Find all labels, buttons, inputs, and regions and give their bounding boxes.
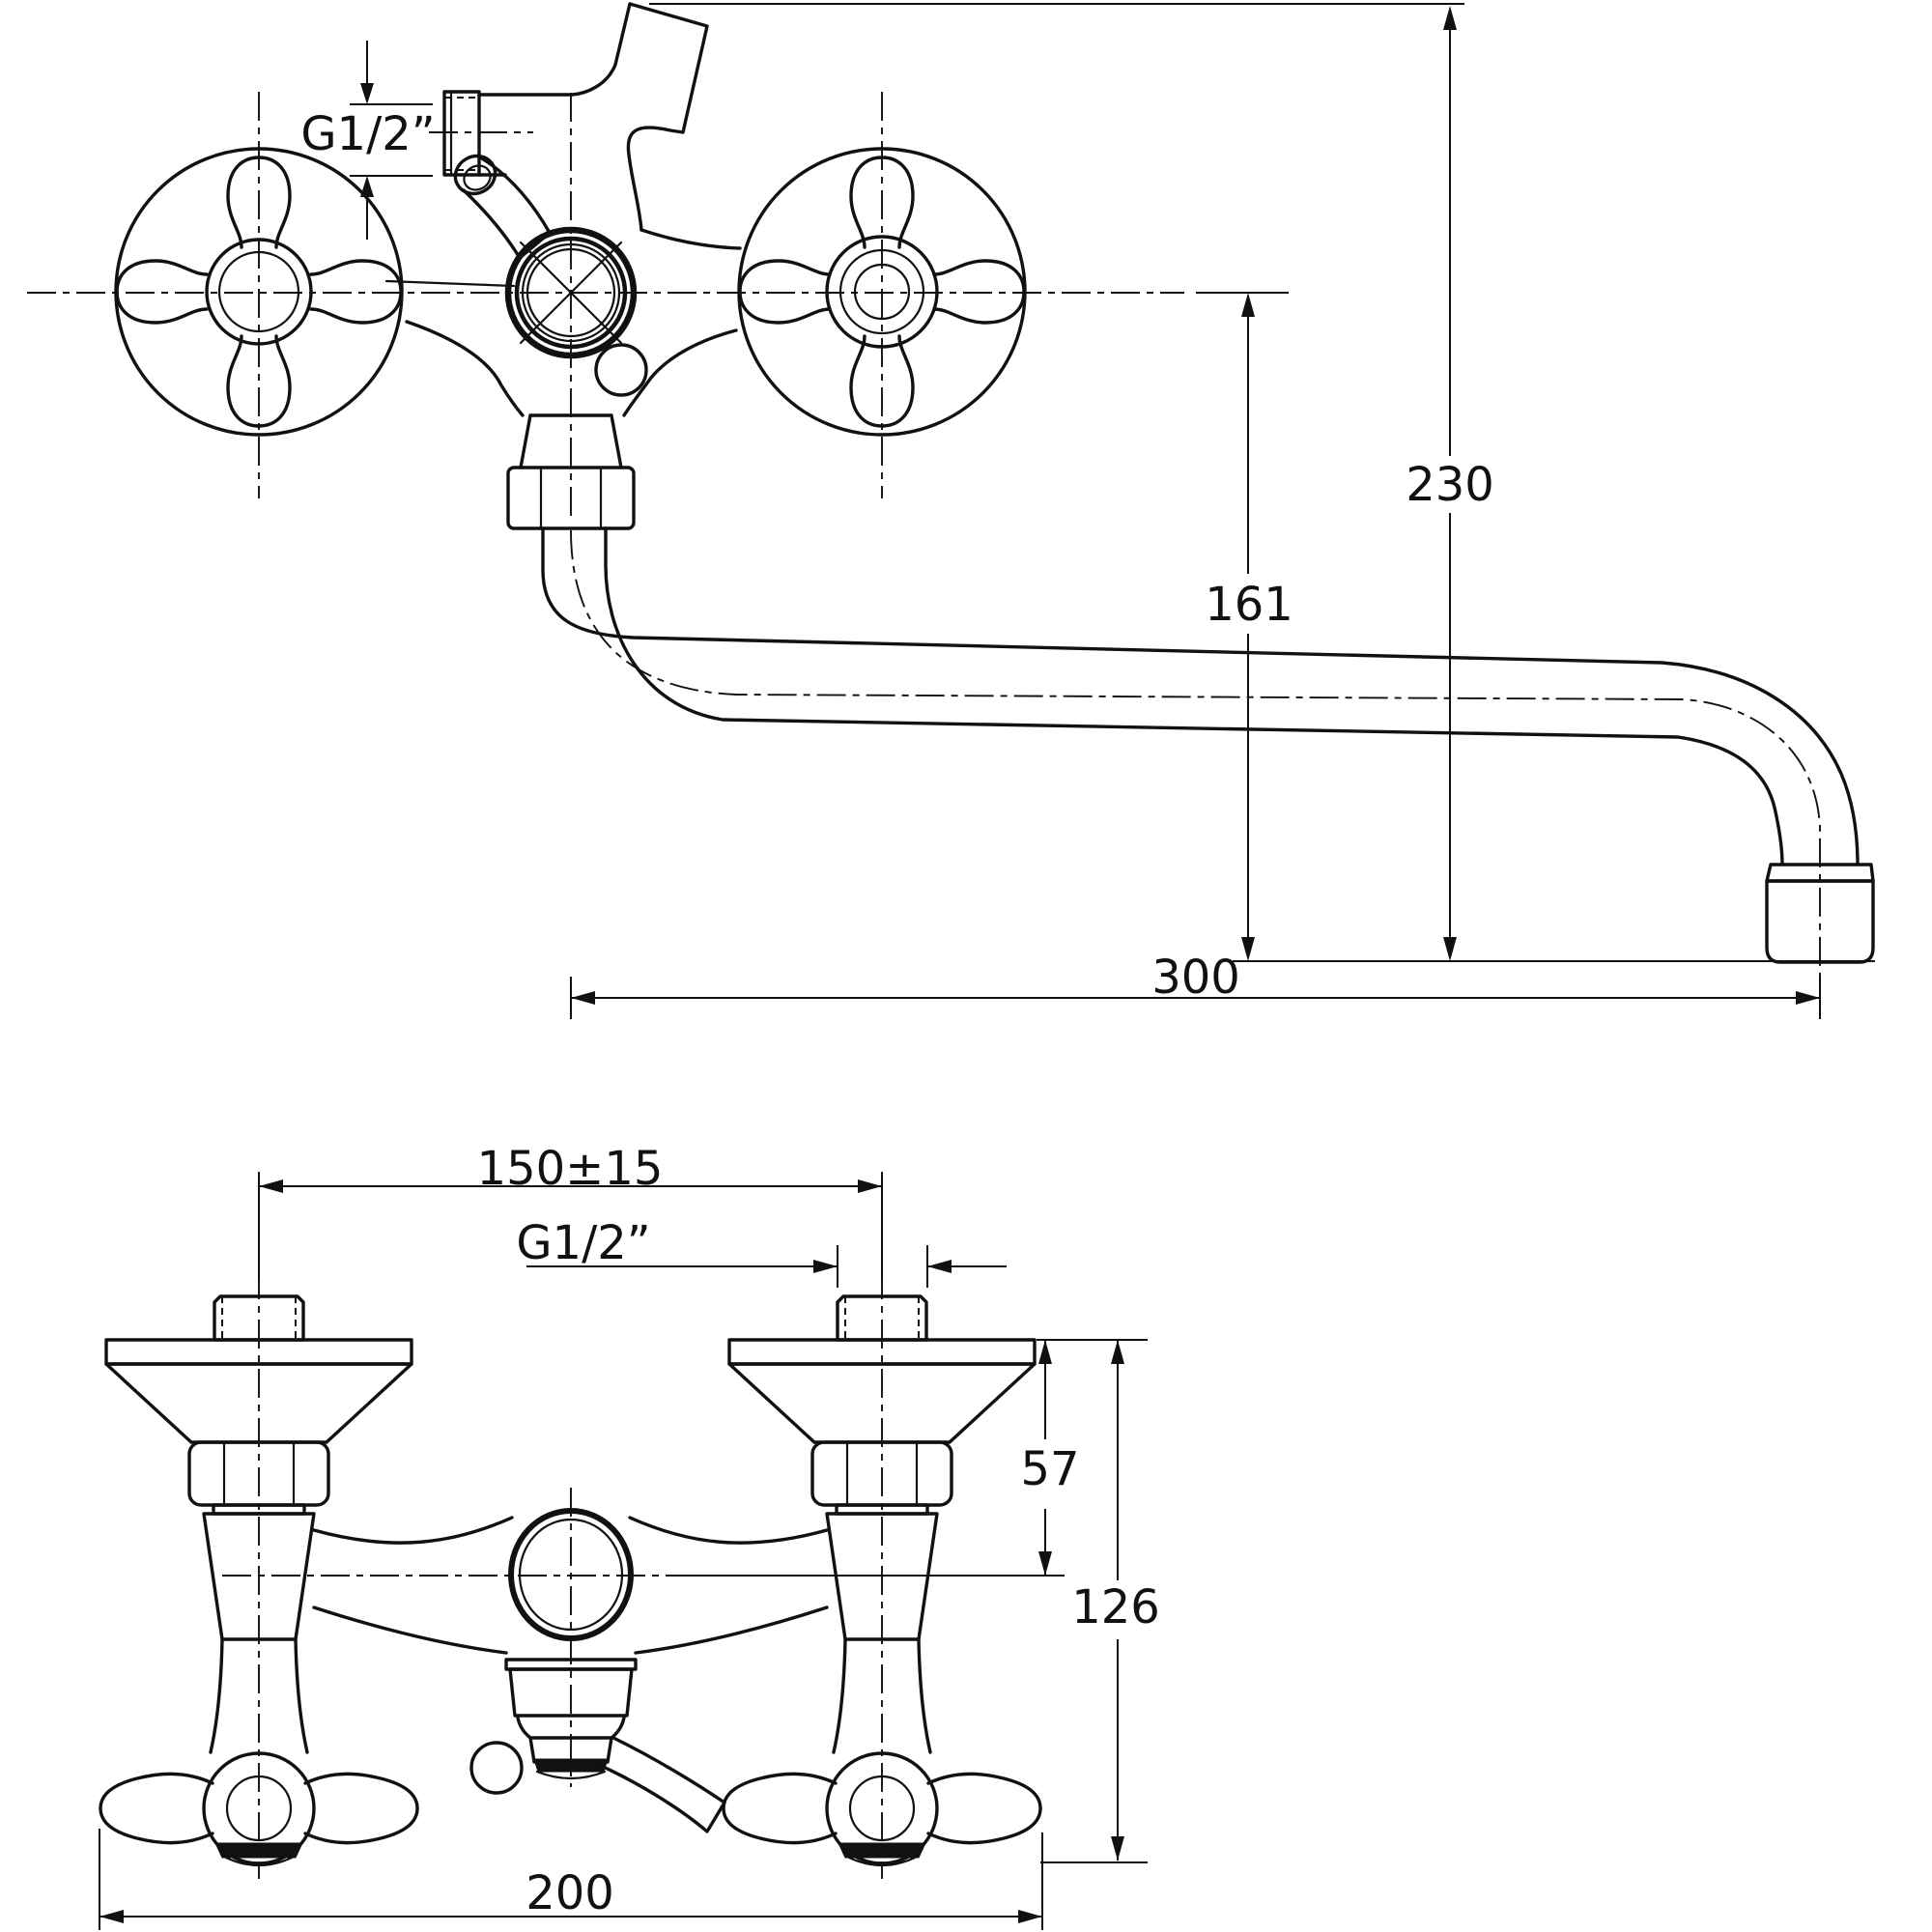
- label-161: 161: [1205, 578, 1293, 632]
- dimension-230: 230: [1406, 6, 1494, 961]
- handshower-bracket: [570, 2, 709, 232]
- label-230: 230: [1406, 458, 1494, 512]
- diverter-connection: [504, 226, 648, 397]
- plan-diverter-lever: [469, 1736, 726, 1833]
- dimension-161: 161: [1196, 292, 1293, 961]
- dimension-thread-inlet: G1/2”: [516, 1216, 1007, 1288]
- front-elevation-view: G1/2” 230 161 300: [27, 2, 1875, 1020]
- dimension-200: 200: [99, 1829, 1043, 1930]
- dimension-300: 300: [570, 951, 1821, 1019]
- right-handle: [738, 156, 1026, 428]
- plan-spout-connection: [504, 1658, 638, 1780]
- label-thread-inlet: G1/2”: [516, 1216, 650, 1270]
- plan-lever-knob: [469, 1741, 524, 1795]
- label-57: 57: [1020, 1442, 1079, 1496]
- label-126: 126: [1071, 1580, 1160, 1634]
- spout-centerline: [570, 529, 1821, 1020]
- shower-outlet-port: [442, 90, 573, 177]
- plan-diverter-boss: [508, 1508, 634, 1641]
- dimension-57: 57: [1020, 1340, 1080, 1576]
- plan-view: 150±15 G1/2” 57 126: [99, 1142, 1160, 1930]
- dimension-150: 150±15: [258, 1142, 883, 1281]
- dimension-thread-top: G1/2”: [300, 41, 436, 240]
- mixer-body: [384, 228, 742, 417]
- label-thread-top: G1/2”: [300, 107, 435, 161]
- left-handle: [115, 156, 403, 428]
- label-200: 200: [526, 1866, 614, 1920]
- label-150: 150±15: [477, 1142, 664, 1196]
- label-300: 300: [1151, 951, 1240, 1005]
- plan-mixer-body: [312, 1508, 829, 1655]
- diverter-knob: [594, 343, 648, 397]
- spout-nut: [506, 413, 636, 530]
- dimension-126: 126: [1040, 1340, 1160, 1863]
